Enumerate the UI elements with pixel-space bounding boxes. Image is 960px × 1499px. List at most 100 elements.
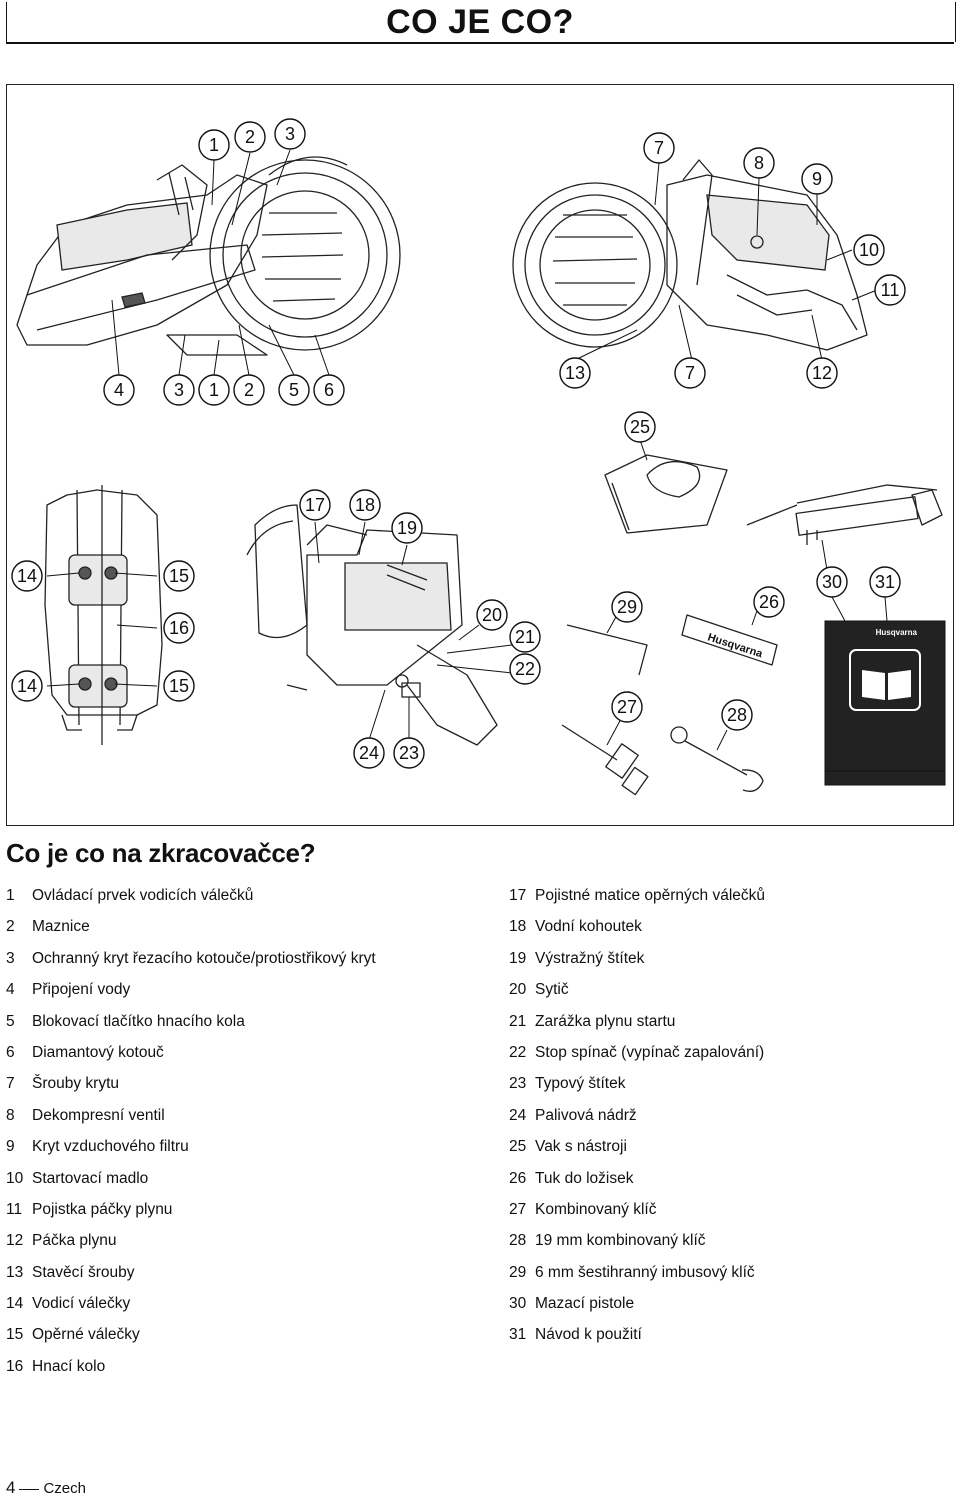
callout-number: 3 <box>174 380 184 400</box>
callout-circle <box>611 691 643 723</box>
callout-5: 5 <box>278 374 310 406</box>
part-label: Stavěcí šrouby <box>32 1263 135 1281</box>
part-number: 20 <box>509 981 527 999</box>
callout-number: 3 <box>285 124 295 144</box>
part-label: Připojení vody <box>32 981 131 999</box>
grease-tube-drawing: Husqvarna <box>681 614 778 666</box>
leaders-left <box>111 149 330 376</box>
callout-circle <box>163 612 195 644</box>
callout-circle <box>234 121 266 153</box>
callout-number: 14 <box>17 676 37 696</box>
callout-18: 18 <box>349 489 381 521</box>
callout-1: 1 <box>198 374 230 406</box>
callout-circle <box>278 374 310 406</box>
callout-16: 16 <box>163 612 195 644</box>
part-number: 28 <box>509 1232 527 1250</box>
part-number: 13 <box>6 1263 24 1281</box>
callout-number: 29 <box>617 597 637 617</box>
part-number: 29 <box>509 1263 527 1281</box>
callout-circle <box>674 357 706 389</box>
callout-number: 28 <box>727 705 747 725</box>
callout-number: 25 <box>630 417 650 437</box>
part-label: Vodicí válečky <box>32 1295 131 1313</box>
callout-circle <box>349 489 381 521</box>
part-label: Ochranný kryt řezacího kotouče/protiostř… <box>32 949 376 967</box>
leaders-right <box>574 162 878 361</box>
part-label: Stop spínač (vypínač zapalování) <box>535 1043 765 1061</box>
callout-number: 13 <box>565 363 585 383</box>
callout-number: 24 <box>359 743 379 763</box>
part-number: 27 <box>509 1200 527 1218</box>
part-label: Pojistné matice opěrných válečků <box>535 887 766 904</box>
callout-22: 22 <box>509 653 541 685</box>
part-number: 21 <box>509 1012 527 1030</box>
part-number: 11 <box>6 1200 23 1218</box>
callout-number: 7 <box>685 363 695 383</box>
callout-number: 21 <box>515 627 535 647</box>
callout-25: 25 <box>624 411 656 443</box>
saw-front-view <box>44 485 163 745</box>
callout-circle <box>806 357 838 389</box>
callout-number: 12 <box>812 363 832 383</box>
callout-circle <box>874 274 906 306</box>
grease-gun-drawing <box>746 484 943 545</box>
section-heading: Co je co na zkracovačce? <box>6 838 316 868</box>
part-number: 26 <box>509 1169 527 1187</box>
part-number: 3 <box>6 949 15 967</box>
callout-number: 27 <box>617 697 637 717</box>
callout-2: 2 <box>234 121 266 153</box>
callout-circle <box>816 566 848 598</box>
callout-13: 13 <box>559 357 591 389</box>
part-number: 6 <box>6 1043 15 1061</box>
callout-circle <box>299 489 331 521</box>
part-label: Ovládací prvek vodicích válečků <box>32 887 254 904</box>
part-number: 18 <box>509 918 527 936</box>
callout-number: 2 <box>244 380 254 400</box>
tool-bag-drawing <box>604 454 728 534</box>
callout-circle <box>233 374 265 406</box>
callout-number: 5 <box>289 380 299 400</box>
part-number: 15 <box>6 1326 24 1344</box>
part-label: Výstražný štítek <box>535 949 645 967</box>
callout-circle <box>476 599 508 631</box>
callout-circle <box>393 737 425 769</box>
callout-number: 19 <box>397 518 417 538</box>
saw-right-view <box>512 159 868 351</box>
callout-24: 24 <box>353 737 385 769</box>
callout-number: 15 <box>169 566 189 586</box>
part-label: Návod k použití <box>535 1326 642 1344</box>
part-label: Maznice <box>32 918 90 936</box>
callout-circle <box>198 129 230 161</box>
parts-list-item: 3 Ochranný kryt řezacího kotouče/protiost… <box>6 943 376 974</box>
part-label: Vodní kohoutek <box>535 918 642 936</box>
callout-circle <box>643 132 675 164</box>
callout-circle <box>198 374 230 406</box>
part-label: Šrouby krytu <box>32 1075 120 1093</box>
manual-drawing: Husqvarna <box>824 620 946 786</box>
part-label: Typový štítek <box>535 1075 626 1093</box>
callout-1: 1 <box>198 129 230 161</box>
part-label: Diamantový kotouč <box>32 1043 164 1061</box>
part-label: Opěrné válečky <box>32 1326 140 1344</box>
callout-number: 20 <box>482 605 502 625</box>
callout-circle <box>274 118 306 150</box>
callout-7: 7 <box>674 357 706 389</box>
saw-threequarter-view <box>246 504 498 746</box>
callout-10: 10 <box>853 234 885 266</box>
